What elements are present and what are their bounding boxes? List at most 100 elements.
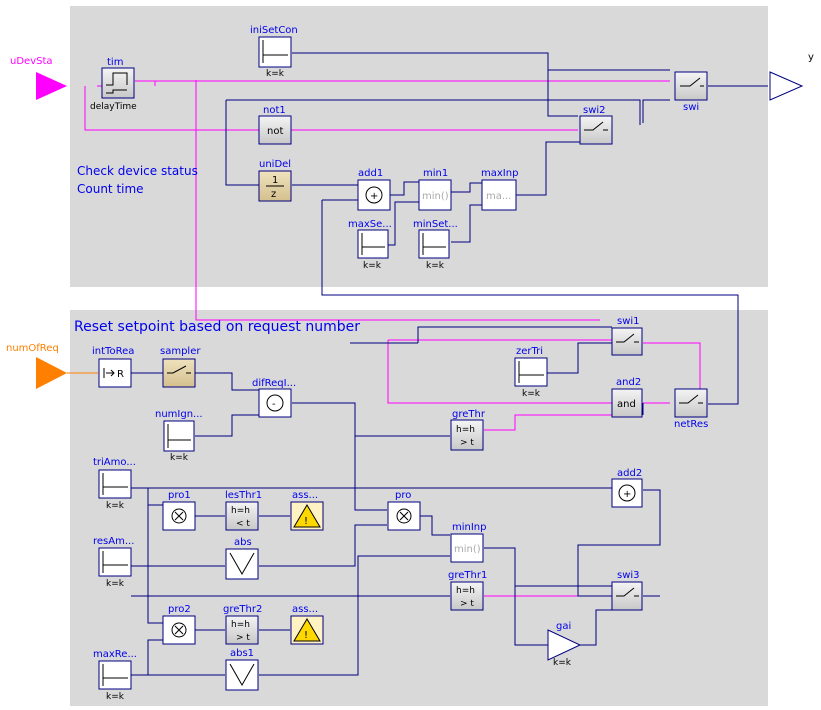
output-y[interactable]: y: [769, 52, 814, 101]
block-add2[interactable]: add2 +: [611, 468, 643, 508]
add1-label: add1: [358, 168, 383, 179]
block-minSet[interactable]: minSet... k=k: [413, 219, 458, 271]
block-abs[interactable]: abs: [225, 537, 259, 580]
resAm-param: k=k: [106, 579, 125, 589]
constant-icon: [262, 40, 288, 63]
numIgn-param: k=k: [170, 453, 189, 463]
block-maxSe[interactable]: maxSe... k=k: [348, 219, 392, 271]
block-swi2[interactable]: swi2: [579, 105, 613, 145]
maxSe-label: maxSe...: [348, 219, 392, 230]
lesThr1-sym2: < t: [236, 519, 250, 529]
gai-label: gai: [556, 621, 571, 632]
block-netRes[interactable]: netRes: [674, 388, 708, 430]
y-label: y: [808, 52, 814, 63]
lesThr1-sym1: h=h: [231, 506, 250, 516]
svg-text:!: !: [304, 516, 308, 527]
block-gai[interactable]: gai k=k: [547, 621, 582, 668]
triAmo-label: triAmo...: [93, 457, 136, 468]
tim-label: tim: [107, 57, 123, 68]
uniDel-label: uniDel: [259, 159, 291, 170]
input-numOfReq[interactable]: numOfReq: [6, 343, 67, 389]
uniDel-num: 1: [272, 175, 278, 186]
numOfReq-label: numOfReq: [6, 343, 59, 354]
greThr1-sym2: > t: [460, 599, 474, 609]
note-count-time: Count time: [77, 182, 144, 196]
block-and2[interactable]: and2 and: [611, 377, 643, 418]
input-uDevSta[interactable]: uDevSta: [10, 56, 67, 100]
block-sampler[interactable]: sampler: [160, 346, 201, 388]
zerTri-label: zerTri: [516, 346, 543, 357]
and2-label: and2: [616, 377, 641, 388]
constant-icon: [422, 233, 446, 255]
pro2-label: pro2: [168, 604, 191, 615]
block-resAm[interactable]: resAm... k=k: [93, 536, 134, 589]
assert1-label: ass...: [292, 490, 318, 501]
block-swi3[interactable]: swi3: [611, 570, 643, 611]
switch-icon: [680, 77, 704, 87]
uDevSta-label: uDevSta: [10, 56, 53, 67]
svg-text:!: !: [304, 630, 308, 641]
block-numIgn[interactable]: numIgn... k=k: [155, 409, 203, 463]
multiply-icon: [399, 511, 409, 521]
greThr1-label: greThr1: [448, 570, 487, 581]
maxRe-param: k=k: [106, 692, 125, 702]
block-min1[interactable]: min1 min(): [418, 168, 452, 211]
pro-label: pro: [395, 490, 411, 501]
not1-symbol: not: [267, 126, 283, 137]
block-swi[interactable]: swi: [674, 71, 708, 113]
block-maxInp[interactable]: maxInp ma...: [481, 168, 518, 211]
iniSetCon-label: iniSetCon: [250, 25, 298, 36]
gai-param: k=k: [553, 658, 572, 668]
block-minInp[interactable]: minInp min(): [450, 522, 487, 563]
numIgn-label: numIgn...: [155, 409, 203, 420]
block-lesThr1[interactable]: lesThr1 h=h < t: [225, 490, 262, 531]
block-abs1[interactable]: abs1: [225, 648, 259, 691]
abs1-label: abs1: [230, 648, 254, 659]
block-zerTri[interactable]: zerTri k=k: [514, 346, 548, 399]
block-triAmo[interactable]: triAmo... k=k: [93, 457, 136, 511]
swi2-label: swi2: [583, 105, 606, 116]
block-maxRe[interactable]: maxRe... k=k: [93, 649, 137, 702]
maxRe-label: maxRe...: [93, 649, 137, 660]
pro1-label: pro1: [168, 490, 191, 501]
sampler-icon: [167, 365, 191, 374]
triAmo-param: k=k: [106, 501, 125, 511]
switch-icon: [616, 333, 639, 343]
not1-label: not1: [263, 105, 286, 116]
convert-icon: [103, 368, 115, 378]
block-difReqIgn[interactable]: difReqI... -: [252, 378, 296, 418]
intToRea-symbol: R: [117, 369, 124, 380]
maxInp-symbol: ma...: [486, 191, 511, 202]
maxSe-param: k=k: [363, 261, 382, 271]
greThr2-sym1: h=h: [231, 620, 250, 630]
block-uniDel[interactable]: uniDel 1 z: [258, 159, 292, 202]
block-greThr2[interactable]: greThr2 h=h > t: [223, 604, 262, 645]
block-swi1[interactable]: swi1: [611, 316, 643, 356]
multiply-icon: [174, 625, 184, 635]
block-greThr[interactable]: greThr h=h > t: [450, 409, 486, 451]
block-pro2[interactable]: pro2: [162, 604, 196, 645]
abs-icon: [229, 552, 255, 576]
block-pro1[interactable]: pro1: [162, 490, 196, 531]
block-iniSetCon[interactable]: iniSetCon k=k: [250, 25, 298, 79]
swi3-label: swi3: [617, 570, 640, 581]
block-not1[interactable]: not1 not: [258, 105, 292, 145]
intToRea-label: intToRea: [92, 346, 134, 357]
switch-icon: [584, 121, 608, 131]
resAm-label: resAm...: [93, 536, 134, 547]
greThr1-sym1: h=h: [456, 586, 475, 596]
add1-symbol: +: [370, 191, 378, 202]
block-assert2[interactable]: ass... !: [290, 604, 324, 645]
sampler-label: sampler: [160, 346, 201, 357]
block-intToRea[interactable]: intToRea R: [92, 346, 134, 388]
multiply-icon: [174, 511, 184, 521]
minInp-symbol: min(): [454, 544, 481, 555]
block-add1[interactable]: add1 +: [357, 168, 391, 211]
swi1-label: swi1: [617, 316, 640, 327]
block-greThr1[interactable]: greThr1 h=h > t: [448, 570, 487, 611]
block-assert1[interactable]: ass... !: [290, 490, 324, 531]
switch-icon: [679, 394, 703, 404]
block-pro[interactable]: pro: [387, 490, 421, 531]
note-reset-title: Reset setpoint based on request number: [74, 319, 360, 335]
block-tim[interactable]: tim delayTime: [90, 57, 137, 112]
